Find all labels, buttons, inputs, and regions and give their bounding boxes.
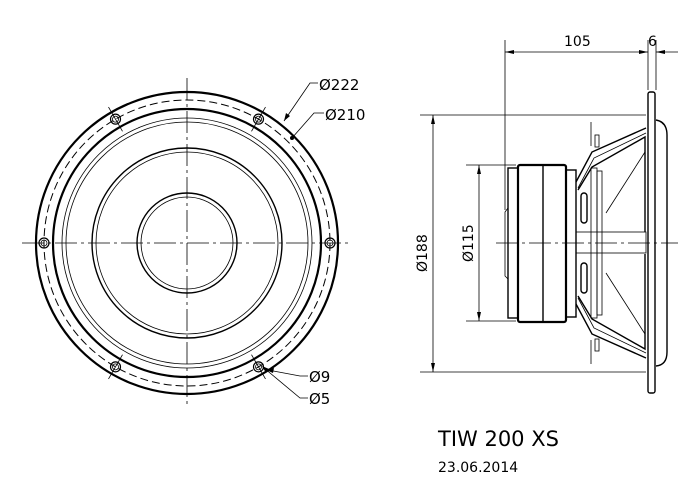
surround-inner-circle (65, 121, 309, 365)
mounting-hole (109, 361, 122, 373)
mounting-hole (255, 363, 262, 371)
arrow-icon (477, 165, 481, 174)
bolt-circle (43, 99, 331, 387)
cone-inner-circle (95, 151, 279, 335)
label-d115: Ø115 (461, 224, 477, 262)
mounting-hole (109, 113, 122, 125)
dust-cap-outer-circle (136, 192, 238, 294)
arrow-icon (266, 368, 274, 373)
basket-rib-2 (596, 170, 603, 316)
front-plate (565, 169, 577, 318)
pole-vent (575, 231, 647, 254)
flange (647, 91, 656, 394)
mounting-hole (252, 113, 265, 125)
arrow-icon (477, 312, 481, 321)
basket-inner (577, 135, 646, 351)
mounting-hole (40, 239, 48, 247)
terminal-tab (594, 338, 600, 352)
arrow-icon (262, 366, 269, 373)
label-d188: Ø188 (415, 234, 431, 272)
vent-slot (580, 262, 588, 294)
mounting-hole (326, 239, 334, 247)
label-105: 105 (564, 34, 591, 50)
surround-circle (61, 117, 313, 369)
arrow-icon (639, 50, 648, 54)
label-d210: Ø210 (325, 106, 365, 124)
label-d9: Ø9 (309, 368, 330, 386)
arrow-icon (505, 50, 514, 54)
basket-outer (575, 127, 647, 359)
dust-cap-inner-circle (140, 196, 234, 290)
leader-d222 (283, 82, 318, 122)
label-6: 6 (648, 34, 657, 50)
drawing-date: 23.06.2014 (438, 460, 518, 476)
surround-profile (655, 119, 668, 367)
cone-outer-circle (91, 147, 283, 339)
arrow-icon (284, 113, 290, 121)
mounting-hole (255, 115, 262, 123)
mounting-hole (112, 363, 119, 371)
mounting-hole (38, 237, 50, 249)
magnet (516, 163, 568, 324)
arrow-icon (656, 50, 665, 54)
vent-slot (580, 192, 588, 224)
arrow-icon (431, 115, 435, 124)
surround-outer-circle (51, 107, 323, 379)
label-d222: Ø222 (319, 76, 359, 94)
terminal-tab (594, 134, 600, 148)
front-dimension-leaders: Ø222 Ø210 Ø9 Ø5 (262, 76, 365, 408)
hole-centerline (251, 354, 266, 380)
mounting-hole (324, 237, 336, 249)
outer-frame-circle (34, 90, 340, 396)
mounting-hole (112, 115, 119, 123)
hole-centerline (108, 354, 123, 380)
leader-d210 (291, 112, 324, 139)
front-view (22, 78, 352, 408)
hole-centerline (108, 106, 123, 132)
side-view (496, 91, 678, 394)
basket-strut (605, 272, 646, 335)
leader-d5 (263, 367, 308, 399)
model-title: TIW 200 XS (437, 427, 559, 451)
pole-piece (504, 207, 509, 280)
leader-d9 (267, 369, 308, 377)
arrow-icon (431, 363, 435, 372)
basket-outer-2 (577, 132, 647, 354)
side-dimensions: 105 6 Ø188 Ø115 (415, 34, 678, 373)
basket-strut (605, 151, 646, 214)
dot-icon (290, 136, 294, 140)
hole-centerline (251, 106, 266, 132)
label-d5: Ø5 (309, 390, 330, 408)
